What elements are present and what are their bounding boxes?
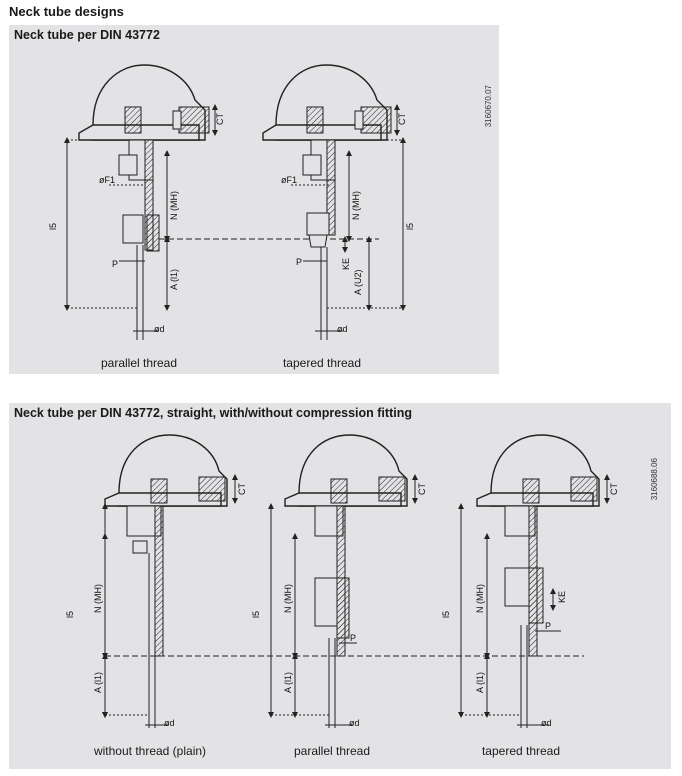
neck-tube-straight-panel: Neck tube per DIN 43772, straight, with/… bbox=[9, 403, 671, 769]
label-a-l1: A (l1) bbox=[169, 269, 179, 290]
neck-tube-drawing: l5 øF1 N (MH) A (l1) P ød CT bbox=[48, 64, 415, 340]
caption-without-thread: without thread (plain) bbox=[93, 744, 207, 758]
panel-title: Neck tube per DIN 43772 bbox=[14, 28, 160, 42]
page-heading: Neck tube designs bbox=[9, 4, 124, 19]
label-ke: KE bbox=[341, 258, 351, 270]
label-n-mh-a: N (MH) bbox=[93, 584, 103, 613]
panel-title: Neck tube per DIN 43772, straight, with/… bbox=[14, 406, 412, 420]
neck-tube-straight-drawing: l5 N (MH) A (l1) ød CT l5 N (MH) A (l bbox=[65, 434, 619, 728]
label-p: P bbox=[112, 259, 118, 269]
label-d-2: ød bbox=[337, 324, 348, 334]
label-ls-c: l5 bbox=[441, 611, 451, 618]
caption-tapered-thread: tapered thread bbox=[481, 744, 561, 758]
label-n-mh-b: N (MH) bbox=[283, 584, 293, 613]
label-ct-2: CT bbox=[397, 113, 407, 125]
label-a-l1-b: A (l1) bbox=[283, 672, 293, 693]
label-ct: CT bbox=[215, 113, 225, 125]
label-f1-2: øF1 bbox=[281, 175, 297, 185]
caption-parallel-thread: parallel thread bbox=[293, 744, 371, 758]
drawing-without-thread bbox=[102, 434, 584, 728]
label-p-c: P bbox=[545, 621, 551, 631]
label-n-mh-2: N (MH) bbox=[351, 191, 361, 220]
label-a-l1-a: A (l1) bbox=[93, 672, 103, 693]
label-ct-c: CT bbox=[609, 483, 619, 495]
drawing-tapered-thread bbox=[458, 434, 610, 728]
label-ls-a: l5 bbox=[65, 611, 75, 618]
label-d-c: ød bbox=[541, 718, 552, 728]
label-a-u2: A (U2) bbox=[353, 269, 363, 295]
drawing-parallel-thread bbox=[64, 64, 379, 340]
label-p-b: P bbox=[350, 633, 356, 643]
label-n-mh-c: N (MH) bbox=[475, 584, 485, 613]
label-p-2: P bbox=[296, 257, 302, 267]
label-ct-b: CT bbox=[417, 483, 427, 495]
neck-tube-din43772-panel: Neck tube per DIN 43772 3160670.07 bbox=[9, 25, 499, 374]
label-ke-c: KE bbox=[557, 591, 567, 603]
label-ls: l5 bbox=[48, 223, 58, 230]
label-a-l1-c: A (l1) bbox=[475, 672, 485, 693]
label-ls-b: l5 bbox=[251, 611, 261, 618]
caption-tapered-thread: tapered thread bbox=[282, 356, 362, 370]
drawing-tapered-thread bbox=[262, 64, 406, 340]
label-d: ød bbox=[154, 324, 165, 334]
caption-parallel-thread: parallel thread bbox=[100, 356, 178, 370]
label-ls-2: l5 bbox=[405, 223, 415, 230]
label-n-mh: N (MH) bbox=[169, 191, 179, 220]
label-d-b: ød bbox=[349, 718, 360, 728]
label-ct-a: CT bbox=[237, 483, 247, 495]
drawing-parallel-thread bbox=[268, 434, 418, 728]
label-d-a: ød bbox=[164, 718, 175, 728]
label-f1: øF1 bbox=[99, 175, 115, 185]
